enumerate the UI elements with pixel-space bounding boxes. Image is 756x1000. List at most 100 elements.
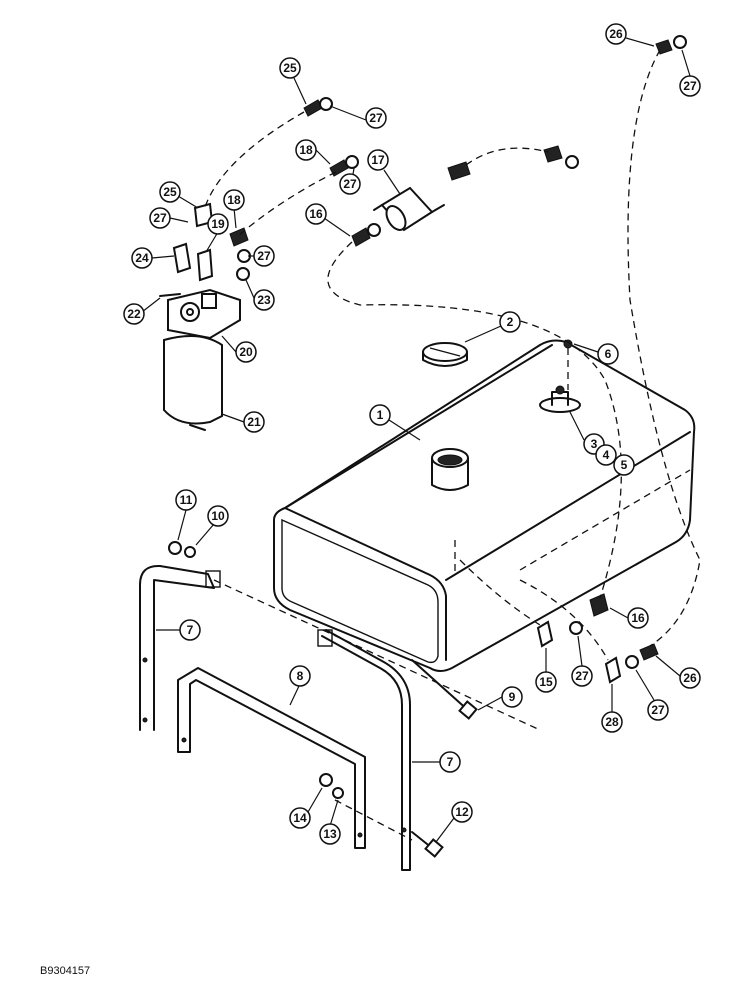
callout-22: 22 bbox=[123, 297, 161, 325]
svg-text:5: 5 bbox=[621, 458, 628, 472]
callout-23: 23 bbox=[245, 279, 275, 311]
svg-text:15: 15 bbox=[539, 675, 553, 689]
callout-4: 4 bbox=[595, 444, 617, 466]
svg-text:7: 7 bbox=[187, 623, 194, 637]
svg-text:27: 27 bbox=[153, 211, 167, 225]
callout-26: 26 bbox=[655, 655, 701, 689]
callout-12: 12 bbox=[435, 801, 473, 843]
bolt bbox=[159, 293, 181, 297]
callout-10: 10 bbox=[195, 505, 229, 546]
svg-text:17: 17 bbox=[371, 153, 385, 167]
fuel-sender-unit bbox=[539, 348, 581, 413]
svg-text:3: 3 bbox=[591, 437, 598, 451]
callout-16: 16 bbox=[609, 607, 649, 629]
svg-text:27: 27 bbox=[651, 703, 665, 717]
svg-text:22: 22 bbox=[127, 307, 141, 321]
fuel-line bbox=[465, 147, 549, 166]
fuel-cap bbox=[422, 342, 468, 367]
svg-text:19: 19 bbox=[211, 217, 225, 231]
svg-text:27: 27 bbox=[257, 249, 271, 263]
svg-text:16: 16 bbox=[309, 207, 323, 221]
elbow-fitting bbox=[172, 242, 214, 282]
callout-11: 11 bbox=[175, 489, 197, 541]
svg-text:27: 27 bbox=[343, 177, 357, 191]
callout-13: 13 bbox=[319, 799, 341, 845]
svg-text:13: 13 bbox=[323, 827, 337, 841]
callout-25: 25 bbox=[159, 181, 199, 209]
tank-fitting bbox=[536, 620, 554, 648]
svg-text:27: 27 bbox=[683, 79, 697, 93]
callout-7: 7 bbox=[412, 751, 461, 773]
inline-fuel-filter bbox=[373, 186, 445, 232]
callout-26: 26 bbox=[605, 23, 655, 47]
svg-text:18: 18 bbox=[227, 193, 241, 207]
support-bracket bbox=[177, 667, 366, 849]
hose-clamps bbox=[237, 35, 687, 669]
fuel-line bbox=[627, 49, 701, 647]
callout-20: 20 bbox=[221, 335, 257, 363]
fuel-tank bbox=[273, 339, 696, 672]
callout-18: 18 bbox=[295, 139, 331, 165]
callout-1: 1 bbox=[369, 404, 421, 441]
fuel-line bbox=[237, 171, 337, 237]
callout-27: 27 bbox=[679, 49, 701, 97]
hose-spring-guards bbox=[193, 39, 673, 661]
callout-2: 2 bbox=[464, 311, 521, 343]
svg-text:10: 10 bbox=[211, 509, 225, 523]
callout-27: 27 bbox=[571, 635, 593, 687]
alignment-line bbox=[334, 799, 413, 841]
svg-text:23: 23 bbox=[257, 293, 271, 307]
callout-6: 6 bbox=[573, 343, 619, 365]
tank-strap-left bbox=[139, 564, 221, 731]
figure-id: B9304157 bbox=[40, 965, 91, 977]
callout-15: 15 bbox=[535, 648, 557, 693]
svg-text:2: 2 bbox=[507, 315, 514, 329]
callout-28: 28 bbox=[601, 684, 623, 733]
svg-text:28: 28 bbox=[605, 715, 619, 729]
fuel-line bbox=[519, 579, 609, 661]
nut bbox=[236, 267, 250, 281]
svg-text:20: 20 bbox=[239, 345, 253, 359]
svg-text:25: 25 bbox=[163, 185, 177, 199]
tank-fitting bbox=[604, 656, 622, 684]
svg-text:8: 8 bbox=[297, 669, 304, 683]
callout-27: 27 bbox=[635, 669, 669, 721]
callout-21: 21 bbox=[221, 411, 265, 433]
callout-9: 9 bbox=[477, 686, 523, 711]
svg-text:24: 24 bbox=[135, 251, 149, 265]
svg-text:4: 4 bbox=[603, 448, 610, 462]
svg-text:14: 14 bbox=[293, 811, 307, 825]
callout-8: 8 bbox=[289, 665, 311, 706]
callout-14: 14 bbox=[289, 787, 323, 829]
svg-text:6: 6 bbox=[605, 347, 612, 361]
svg-text:25: 25 bbox=[283, 61, 297, 75]
callout-25: 25 bbox=[279, 57, 307, 105]
callout-19: 19 bbox=[205, 213, 229, 253]
callout-27: 27 bbox=[149, 207, 189, 229]
callout-24: 24 bbox=[131, 247, 175, 269]
callout-16: 16 bbox=[305, 203, 351, 237]
svg-text:7: 7 bbox=[447, 755, 454, 769]
tank-strap-right bbox=[317, 629, 411, 871]
callout-5: 5 bbox=[613, 454, 635, 476]
svg-text:27: 27 bbox=[575, 669, 589, 683]
filler-neck bbox=[431, 448, 469, 491]
svg-text:12: 12 bbox=[455, 805, 469, 819]
svg-text:18: 18 bbox=[299, 143, 313, 157]
callout-27: 27 bbox=[339, 167, 361, 195]
fuel-line bbox=[459, 559, 541, 626]
svg-text:27: 27 bbox=[369, 111, 383, 125]
svg-text:26: 26 bbox=[609, 27, 623, 41]
svg-text:11: 11 bbox=[180, 493, 193, 507]
callout-27: 27 bbox=[248, 245, 275, 267]
callout-27: 27 bbox=[329, 105, 387, 129]
nut-and-washer bbox=[168, 541, 344, 799]
svg-text:21: 21 bbox=[247, 415, 261, 429]
callout-17: 17 bbox=[367, 149, 401, 195]
svg-text:26: 26 bbox=[683, 671, 697, 685]
svg-text:16: 16 bbox=[631, 611, 645, 625]
fuel-line bbox=[203, 111, 305, 211]
bolt bbox=[411, 659, 478, 720]
tank-vent bbox=[563, 339, 573, 349]
